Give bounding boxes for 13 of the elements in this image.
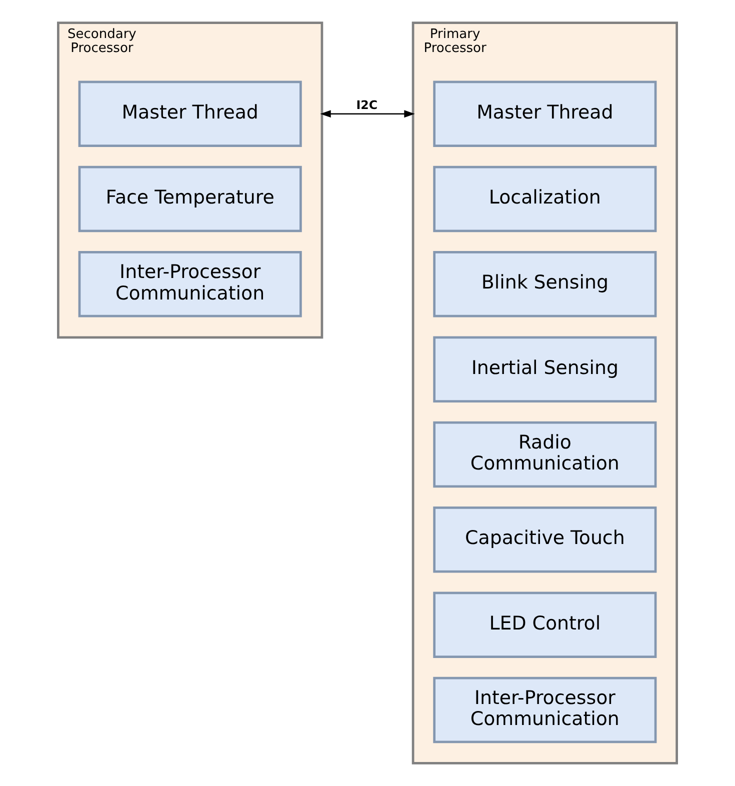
- node-box: Master Thread: [433, 80, 657, 147]
- node-box: Inertial Sensing: [433, 336, 657, 402]
- node-box: Inter-Processor Communication: [78, 251, 302, 318]
- node-box: Localization: [433, 166, 657, 232]
- node-box: Face Temperature: [78, 166, 302, 232]
- node-box: Radio Communication: [433, 421, 657, 488]
- node-box: Capacitive Touch: [433, 506, 657, 573]
- edge-label: I2C: [356, 98, 378, 112]
- node-box: Inter-Processor Communication: [433, 676, 657, 744]
- arrow: [320, 110, 415, 118]
- node-box: Blink Sensing: [433, 251, 657, 318]
- node-box: LED Control: [433, 592, 657, 658]
- node-box: Master Thread: [78, 80, 302, 147]
